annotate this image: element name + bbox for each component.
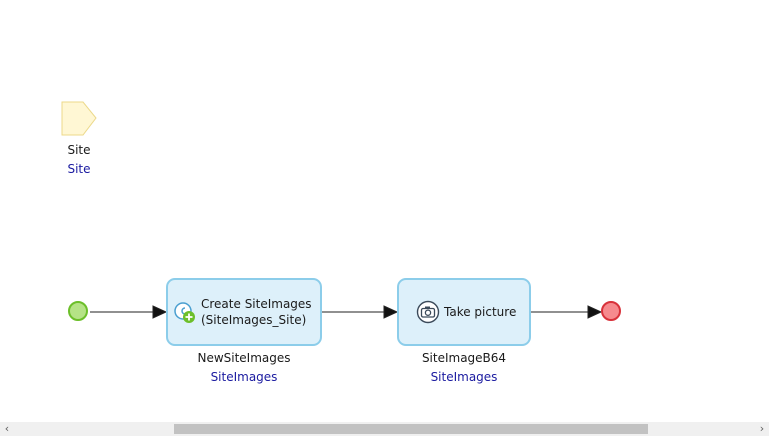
activity-output-type: SiteImages (210, 370, 278, 384)
start-event[interactable] (68, 301, 88, 321)
activity-label-line2: (SiteImages_Site) (201, 313, 307, 327)
scrollbar-thumb[interactable] (174, 424, 648, 434)
horizontal-scrollbar[interactable]: ‹ › (0, 422, 769, 436)
parameter-type: Site (67, 162, 91, 176)
scroll-left-button[interactable]: ‹ (4, 422, 10, 435)
activity-output-type: SiteImages (430, 370, 498, 384)
take-picture-activity[interactable]: Take picture (397, 278, 531, 346)
activity-label: Take picture (444, 305, 517, 319)
activity-output-name: NewSiteImages (197, 351, 291, 365)
flow-arrow-3 (587, 305, 603, 319)
parameter-shape[interactable] (61, 101, 97, 137)
parameter-name: Site (67, 143, 91, 157)
activity-label-line1: Create SiteImages (201, 297, 312, 311)
flow-arrow-1 (152, 305, 168, 319)
activity-label: Create SiteImages (SiteImages_Site) (201, 296, 312, 328)
end-event[interactable] (601, 301, 621, 321)
flow-arrow-2 (383, 305, 399, 319)
activity-output-name: SiteImageB64 (421, 351, 507, 365)
create-siteimages-activity[interactable]: Create SiteImages (SiteImages_Site) (166, 278, 322, 346)
microflow-canvas[interactable]: Site Site Create SiteImages (SiteImages_… (0, 0, 769, 422)
scroll-right-button[interactable]: › (759, 422, 765, 435)
sequence-flows (90, 305, 603, 319)
camera-icon (416, 300, 440, 324)
create-object-icon (174, 302, 195, 323)
